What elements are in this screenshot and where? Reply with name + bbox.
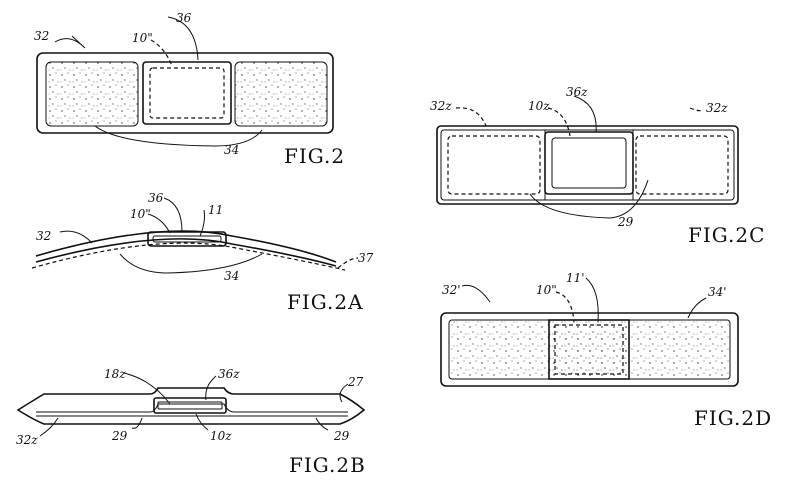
ref-32a: 32 <box>36 229 51 243</box>
ref-10z-2b: 10z <box>210 429 232 443</box>
figure-2a: 32 10" 36 11 34 37 FIG.2A <box>32 191 374 314</box>
pouch-outer <box>18 388 364 424</box>
leader-37 <box>338 258 358 268</box>
leader-32z-left <box>456 108 486 126</box>
ref-11: 11 <box>208 203 223 217</box>
ref-29-2c: 29 <box>617 215 634 229</box>
ref-10-2d: 10" <box>536 283 557 297</box>
pouch-inner <box>36 404 348 412</box>
leader-29-2c <box>530 180 648 218</box>
fig-2a-label: FIG.2A <box>287 290 364 314</box>
leader-32z-right <box>690 108 702 111</box>
leader-32z-2b <box>40 418 58 436</box>
ref-32z-left: 32z <box>430 99 452 113</box>
figure-2d: 32' 10" 11' 34' FIG.2D <box>441 271 772 430</box>
center-pad-2b <box>154 398 226 413</box>
center-pad-outer <box>143 62 231 124</box>
ref-10: 10" <box>132 31 153 45</box>
fig-2c-label: FIG.2C <box>688 223 765 247</box>
ref-36a: 36 <box>148 191 164 205</box>
ref-32z-right: 32z <box>706 101 728 115</box>
ref-32z-2b: 32z <box>16 433 38 447</box>
leader-11prime <box>586 278 598 322</box>
ref-36z: 36z <box>218 367 240 381</box>
ref-10a: 10" <box>130 207 151 221</box>
leader-32prime <box>462 285 490 302</box>
strip-inner-2c <box>441 130 734 200</box>
center-pad-dashed <box>150 68 224 118</box>
leader-32a <box>60 231 92 243</box>
ref-29-left: 29 <box>111 429 128 443</box>
adhesive-pad-left <box>46 62 138 126</box>
ref-18z: 18z <box>104 367 126 381</box>
pad-right-2c <box>636 136 728 194</box>
ref-34prime: 34' <box>708 285 727 299</box>
ref-29-right: 29 <box>333 429 350 443</box>
ref-32: 32 <box>34 29 49 43</box>
leader-32 <box>55 36 85 48</box>
ref-27: 27 <box>347 375 364 389</box>
ref-11prime: 11' <box>566 271 585 285</box>
fig-2d-label: FIG.2D <box>694 406 772 430</box>
ref-10z-2c: 10z <box>528 99 550 113</box>
center-pad-2b-inner <box>158 402 222 409</box>
leader-10a <box>148 214 170 233</box>
ref-36z-2c: 36z <box>566 85 588 99</box>
fig-2b-label: FIG.2B <box>289 453 366 477</box>
ref-37: 37 <box>358 251 374 265</box>
leader-10-2d <box>556 292 574 322</box>
fig-2-label: FIG.2 <box>284 144 345 168</box>
figure-2b: 18z 36z 27 32z 29 10z 29 FIG.2B <box>16 367 366 477</box>
ref-36: 36 <box>176 11 192 25</box>
figure-2c: 32z 10z 36z 32z 29 FIG.2C <box>430 85 765 247</box>
center-pad-2d-stipple <box>549 320 629 379</box>
center-pad-2c <box>545 132 633 194</box>
ref-34a: 34 <box>224 269 239 283</box>
pad-left-2c <box>448 136 540 194</box>
leader-34prime <box>688 298 706 318</box>
ref-34: 34 <box>224 143 239 157</box>
center-pad-2c-inner <box>552 138 626 188</box>
leader-29-left <box>132 418 142 428</box>
leader-27 <box>340 384 348 402</box>
figure-2: 32 10" 36 34 FIG.2 <box>34 11 345 168</box>
ref-32prime: 32' <box>442 283 461 297</box>
leader-34a <box>120 254 262 273</box>
adhesive-pad-right <box>235 62 327 126</box>
